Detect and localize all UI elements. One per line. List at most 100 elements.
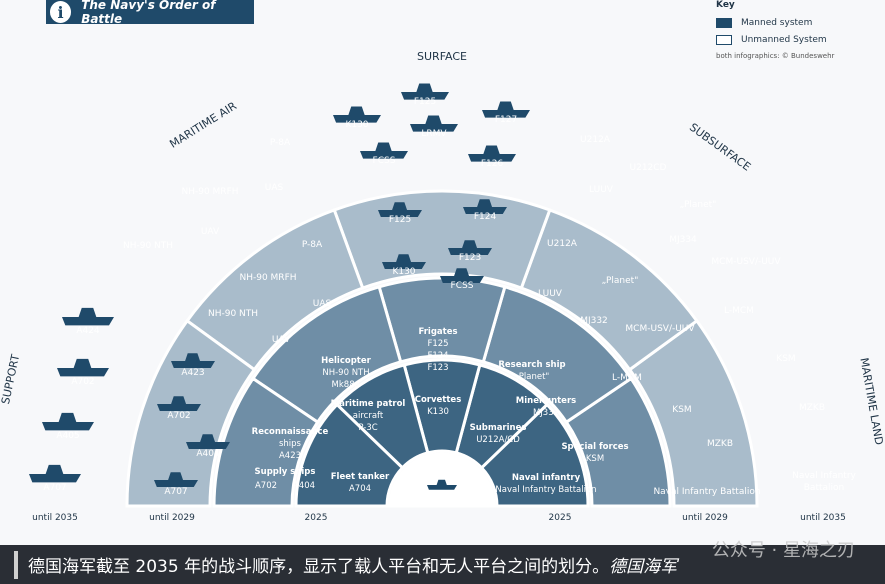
- timeline-label-3: 2025: [549, 513, 572, 523]
- middle-subsurface-label-3: MJ332: [580, 316, 608, 326]
- support-ship-icon: [42, 412, 94, 431]
- category-maritime-air: MARITIME AIR: [167, 99, 239, 151]
- inner-patrol-0: Maritime patrol: [331, 399, 406, 409]
- inner-supply-title: Supply ships: [255, 467, 316, 477]
- sector-land-2025: [479, 402, 590, 508]
- outer-air-label-4: NH-90 NTH: [123, 241, 173, 251]
- support-ship-icon: [171, 353, 215, 369]
- outer-subsurface-label-4: MJ334: [669, 235, 697, 245]
- caption-stripe: [14, 550, 18, 579]
- middle-surface-label-4: FCSS: [451, 281, 474, 291]
- middle-support-label-2: A404: [196, 449, 220, 459]
- outer-air-label-1: NH-90 MRFH: [181, 187, 238, 197]
- timeline-label-5: until 2035: [800, 513, 846, 523]
- outer-surface-label-3: F127: [495, 115, 517, 125]
- surface-ship-icon: [482, 101, 530, 118]
- outer-land-label-3: Battalion: [804, 483, 844, 493]
- outer-subsurface-label-3: „Planet": [680, 200, 717, 210]
- category-surface: SURFACE: [417, 50, 467, 63]
- center-ship-icon: [427, 479, 457, 490]
- middle-subsurface-label-2: LUUV: [538, 289, 563, 299]
- legend: Key Manned system Unmanned System both i…: [716, 0, 834, 60]
- middle-surface-label-0: F125: [389, 215, 411, 225]
- outer-subsurface-label-1: U212CD: [630, 163, 667, 173]
- category-subsurface: SUBSURFACE: [687, 121, 753, 174]
- inner-helicopter-1: NH-90 NTH: [322, 368, 369, 378]
- support-ship-icon: [186, 434, 230, 450]
- inner-corvettes-0: Corvettes: [415, 395, 462, 405]
- inner-research-1: „Planet": [515, 372, 550, 382]
- caption-bar: 德国海军截至 2035 年的战斗顺序，显示了载人平台和无人平台之间的划分。德国海…: [0, 545, 885, 584]
- support-ship-icon: [29, 464, 81, 483]
- inner-tanker-0: Fleet tanker: [331, 472, 390, 482]
- outer-air-label-2: UAS: [265, 183, 284, 193]
- inner-frigates-2: F124: [427, 351, 448, 361]
- title-bar: i The Navy's Order of Battle: [46, 0, 254, 26]
- inner-patrol-1: aircraft: [353, 411, 384, 421]
- inner-minehunters-1: MJ332: [533, 408, 559, 418]
- sector-surface-2035: [332, 189, 552, 290]
- inner-recon-0: Reconnaissance: [252, 427, 329, 437]
- middle-air-label-2: UAS: [313, 299, 332, 309]
- inner-research-0: Research ship: [498, 360, 565, 370]
- support-ship-icon: [57, 358, 109, 377]
- outer-surface-label-2: LRMV: [421, 129, 447, 139]
- outer-surface-label-4: FCSS: [373, 156, 396, 166]
- unmanned-swatch: [716, 35, 732, 45]
- surface-ship-icon: [333, 106, 381, 123]
- outer-subsurface-label-6: L-MCM: [724, 306, 754, 316]
- outer-land-label-0: KSM: [776, 354, 795, 364]
- middle-surface-label-1: F124: [474, 212, 497, 222]
- outer-support-label-2: A405: [56, 431, 79, 441]
- outer-surface-label-0: F125: [414, 97, 436, 107]
- sector-support-2035: [125, 318, 257, 508]
- outer-support-label-3: A707: [43, 483, 66, 493]
- inner-helicopter-2: Mk88A: [332, 380, 361, 390]
- middle-land-label-0: KSM: [672, 405, 691, 415]
- category-support: SUPPORT: [0, 353, 22, 405]
- timeline-label-2: 2025: [305, 513, 328, 523]
- surface-ship-icon: [410, 115, 458, 132]
- info-icon: i: [50, 1, 72, 23]
- middle-support-label-3: A707: [164, 487, 187, 497]
- middle-air-label-4: UAV: [272, 335, 291, 345]
- surface-ship-icon: [468, 145, 516, 162]
- legend-title: Key: [716, 0, 735, 10]
- inner-minehunters-0: Minehunters: [516, 396, 576, 406]
- inner-submarines-0: Submarines: [470, 423, 527, 433]
- inner-tanker-1: A704: [349, 484, 371, 494]
- inner-frigates-3: F123: [427, 363, 448, 373]
- inner-supply-a: A702: [255, 481, 277, 491]
- legend-manned-label: Manned system: [741, 18, 813, 28]
- middle-subsurface-label-4: MCM-USV/-UUV: [625, 324, 695, 334]
- category-maritime-land: MARITIME LAND: [857, 357, 885, 446]
- middle-subsurface-label-1: „Planet": [602, 276, 639, 286]
- inner-recon-2: A423: [279, 451, 301, 461]
- middle-air-label-0: P-8A: [302, 240, 323, 250]
- manned-swatch: [716, 18, 732, 28]
- surface-ship-icon: [440, 268, 484, 284]
- middle-air-label-1: NH-90 MRFH: [239, 273, 296, 283]
- sector-support-2025: [294, 402, 405, 508]
- middle-air-label-3: NH-90 NTH: [208, 309, 258, 319]
- timeline-label-1: until 2029: [149, 513, 195, 523]
- sector-support-2029: [212, 376, 320, 508]
- inner-patrol-2: P-3C: [358, 423, 377, 433]
- outer-surface-label-5: F126: [481, 159, 504, 169]
- outer-land-label-2: Naval Infantry: [792, 471, 856, 481]
- caption-text: 德国海军截至 2035 年的战斗顺序，显示了载人平台和无人平台之间的划分。德国海…: [28, 557, 678, 577]
- surface-ship-icon: [378, 202, 422, 218]
- surface-ship-icon: [463, 199, 507, 215]
- legend-unmanned: Unmanned System: [716, 35, 834, 45]
- surface-ship-icon: [401, 83, 449, 100]
- image-credit: both infographics: © Bundeswehr: [716, 52, 835, 60]
- surface-ship-icon: [448, 240, 492, 256]
- inner-frigates-0: Frigates: [418, 327, 457, 337]
- outer-subsurface-label-2: LUUV: [589, 185, 614, 195]
- outer-land-label-1: MZKB: [799, 403, 825, 413]
- support-ship-icon: [157, 396, 201, 412]
- timeline-label-0: until 2035: [32, 513, 78, 523]
- middle-subsurface-label-0: U212A: [547, 239, 578, 249]
- legend-manned: Manned system: [716, 18, 834, 28]
